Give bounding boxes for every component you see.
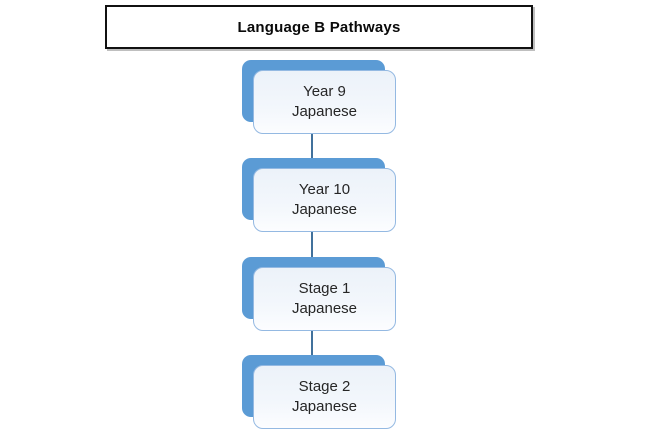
node-front-shape: Stage 2 Japanese xyxy=(253,365,396,429)
node-label-line2: Japanese xyxy=(291,103,358,120)
connector-year10-stage1 xyxy=(311,231,313,258)
node-label-line1: Year 9 xyxy=(303,83,346,100)
node-label-line1: Stage 1 xyxy=(298,280,351,297)
node-year9-japanese: Year 9 Japanese xyxy=(242,60,397,135)
node-year10-japanese: Year 10 Japanese xyxy=(242,158,397,233)
node-label-line1: Year 10 xyxy=(298,181,351,198)
node-front-shape: Year 10 Japanese xyxy=(253,168,396,232)
diagram-title: Language B Pathways xyxy=(237,18,401,36)
diagram-title-box: Language B Pathways xyxy=(105,5,533,49)
node-stage2-japanese: Stage 2 Japanese xyxy=(242,355,397,430)
node-stage1-japanese: Stage 1 Japanese xyxy=(242,257,397,332)
node-label-line2: Japanese xyxy=(291,398,358,415)
node-front-shape: Year 9 Japanese xyxy=(253,70,396,134)
connector-year9-year10 xyxy=(311,133,313,159)
node-label-line1: Stage 2 xyxy=(298,378,351,395)
node-front-shape: Stage 1 Japanese xyxy=(253,267,396,331)
node-label-line2: Japanese xyxy=(291,300,358,317)
connector-stage1-stage2 xyxy=(311,330,313,356)
node-label-line2: Japanese xyxy=(291,201,358,218)
